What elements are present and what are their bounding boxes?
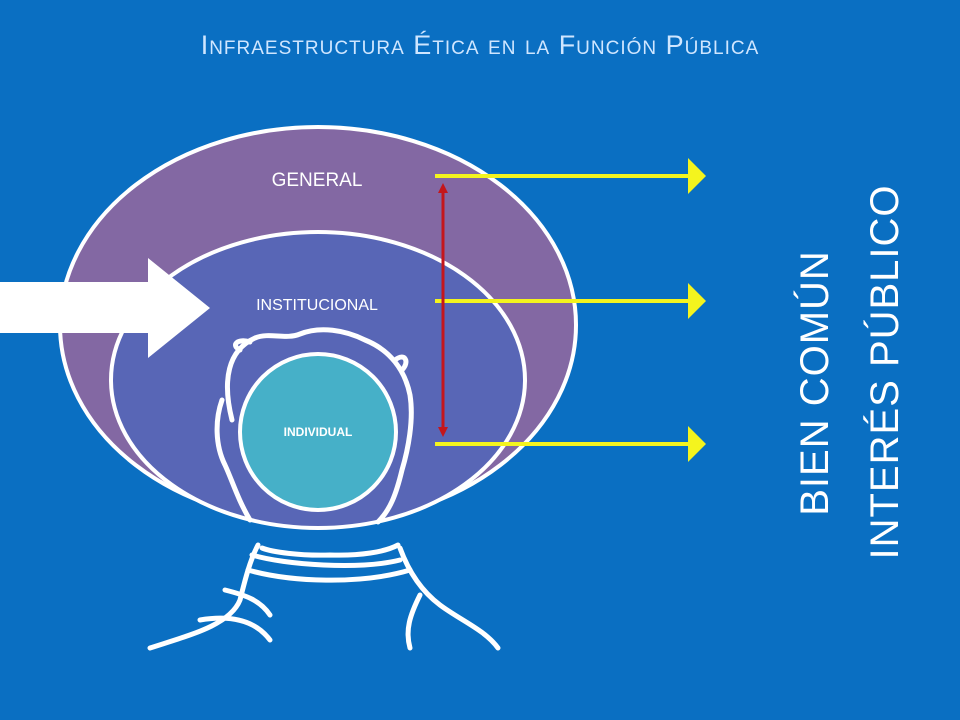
slide-title: Infraestructura Ética en la Función Públ…	[200, 30, 760, 60]
interes-publico-text: INTERÉS PÚBLICO	[862, 184, 907, 559]
yellow-arrow-bottom-head	[688, 426, 706, 462]
general-label: GENERAL	[272, 170, 363, 191]
yellow-arrow-middle-head	[688, 283, 706, 319]
yellow-arrow-top-head	[688, 158, 706, 194]
institucional-label: INSTITUCIONAL	[256, 297, 378, 314]
yellow-arrows	[435, 158, 706, 462]
head-silhouette	[147, 542, 501, 651]
head-outline	[214, 327, 414, 525]
individual-circle	[238, 352, 398, 512]
individual-label: INDIVIDUAL	[284, 425, 353, 439]
bien-comun-text: BIEN COMÚN	[792, 250, 837, 516]
input-arrow	[0, 258, 210, 358]
